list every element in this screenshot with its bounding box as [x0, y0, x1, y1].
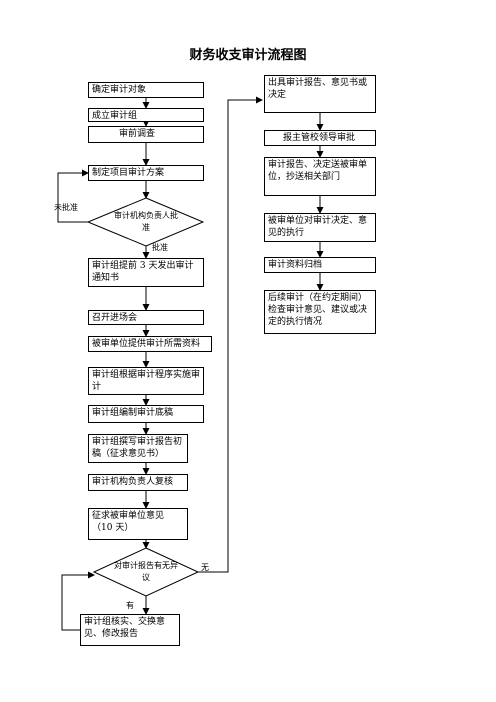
- step-entry-meeting: 召开进场会: [88, 310, 204, 325]
- step-provide-materials: 被审单位提供审计所需资料: [88, 336, 212, 352]
- page-title: 财务收支审计流程图: [189, 48, 307, 63]
- step-pre-audit-survey: 审前调查: [88, 126, 204, 143]
- label-approved: 批准: [152, 243, 168, 252]
- step-issue-audit-report: 出具审计报告、意见书或决定: [264, 75, 376, 113]
- step-make-audit-plan: 制定项目审计方案: [88, 165, 204, 181]
- decision-approval-text: 审计机构负责人批准: [114, 211, 178, 232]
- decision-objection-shape: [92, 547, 200, 597]
- step-draft-audit-report: 审计组撰写审计报告初稿（征求意见书）: [88, 434, 188, 463]
- step-archive-materials: 审计资料归档: [264, 257, 376, 273]
- step-solicit-opinions: 征求被审单位意见（10 天）: [88, 508, 188, 540]
- step-send-audit-notice: 审计组提前 3 天发出审计通知书: [88, 258, 204, 287]
- step-implement-audit: 审计组根据审计程序实施审计: [88, 367, 204, 395]
- reject-loop: [57, 169, 89, 223]
- step-verify-and-revise: 审计组核实、交换意见、修改报告: [80, 614, 180, 646]
- decision-objection-text: 对审计报告有无异议: [114, 561, 178, 582]
- step-follow-up-audit: 后续审计（在约定期间）检查审计意见、建议或决定的执行情况: [264, 290, 376, 334]
- step-leader-approval: 报主管校领导审批: [264, 130, 376, 146]
- step-form-audit-team: 成立审计组: [88, 108, 204, 122]
- no-objection-path: [198, 96, 263, 573]
- label-has-objection: 有: [126, 601, 134, 610]
- revise-loop: [61, 571, 95, 631]
- decision-approval-shape: [86, 197, 205, 247]
- step-deliver-report: 审计报告、决定送被审单位，抄送相关部门: [264, 157, 376, 196]
- step-determine-audit-target: 确定审计对象: [88, 82, 204, 98]
- label-no-objection: 无: [201, 563, 209, 572]
- step-prepare-working-papers: 审计组编制审计底稿: [88, 405, 204, 423]
- step-execution-of-decision: 被审单位对审计决定、意见的执行: [264, 213, 376, 242]
- label-rejected: 未批准: [54, 203, 78, 212]
- step-head-review: 审计机构负责人复核: [88, 474, 188, 491]
